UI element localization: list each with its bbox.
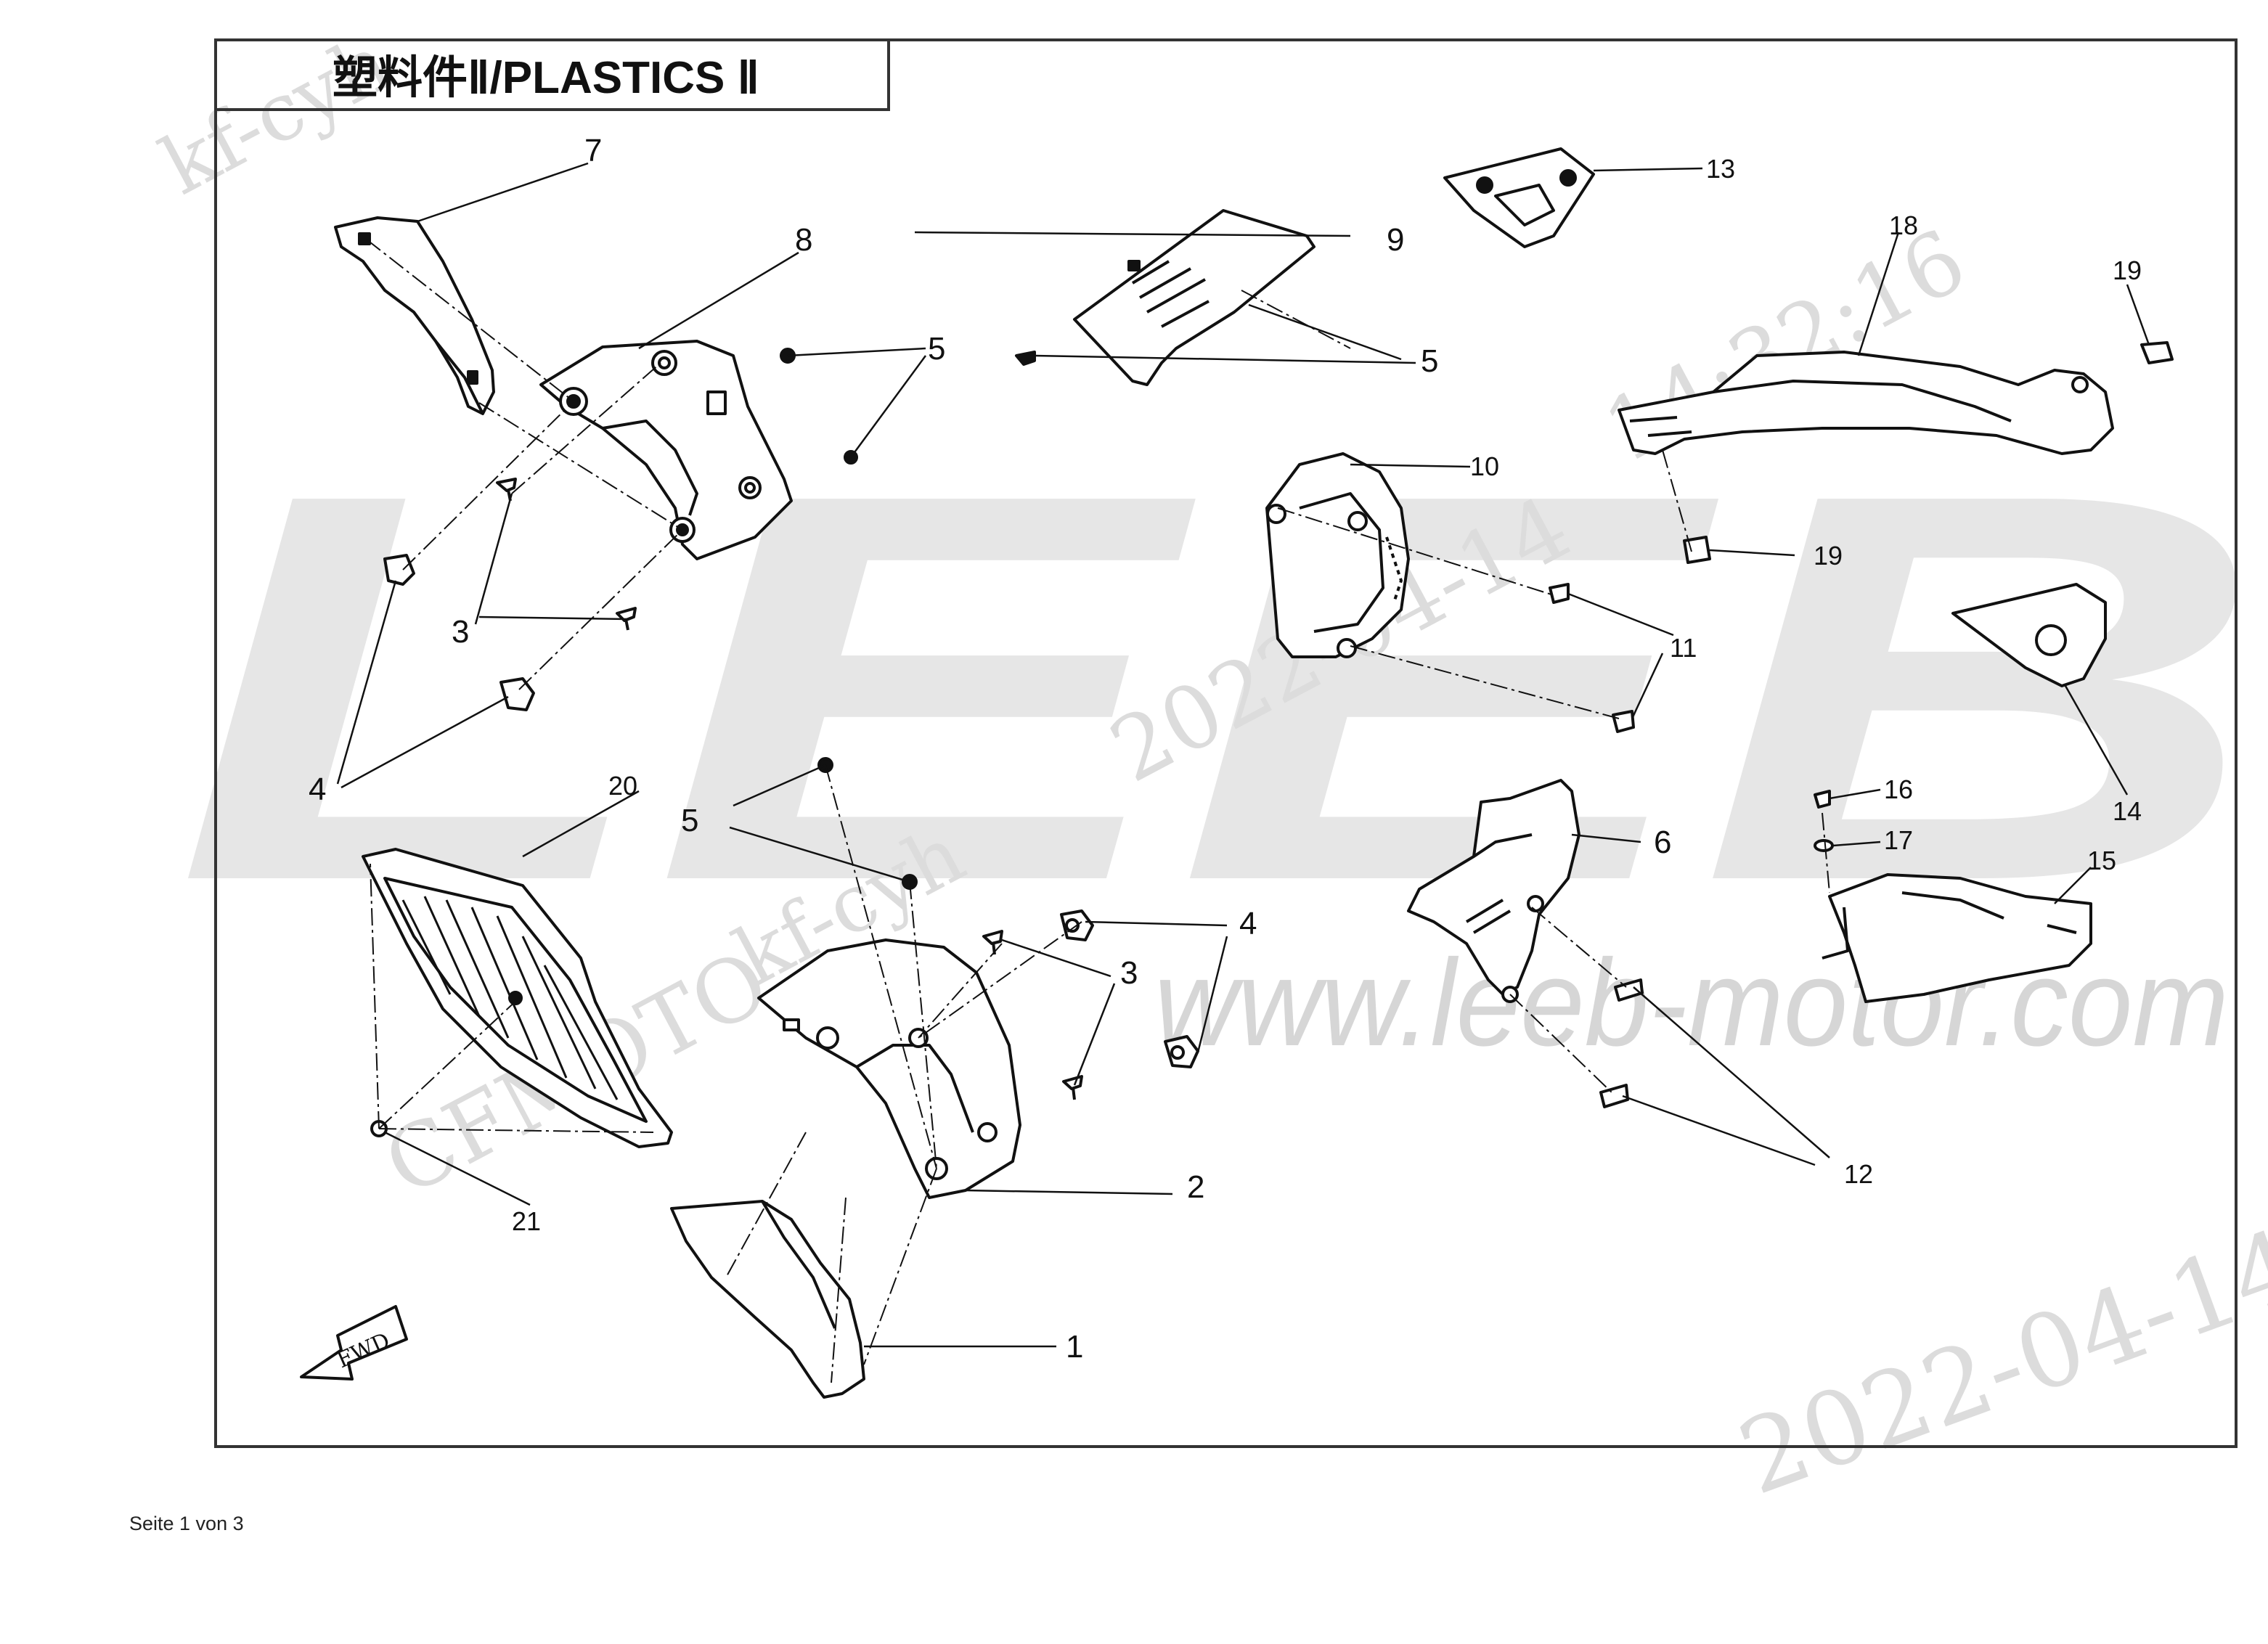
callout-21: 21: [512, 1206, 541, 1236]
part-12-rivets: [1599, 978, 1644, 1108]
callout-labels-small: 10 11 12 13 14 15 16 17 18 19 19 20 21: [512, 154, 2142, 1236]
fwd-arrow: FWD: [300, 1305, 408, 1381]
part-17-washer: [1814, 839, 1834, 852]
part-13-corner-cover: [1443, 147, 1595, 248]
callout-16: 16: [1884, 774, 1913, 804]
callout-3b: 3: [1120, 955, 1138, 991]
callout-7: 7: [584, 133, 602, 168]
part-14-side-plate: [1951, 583, 2107, 687]
callout-5c: 5: [681, 803, 698, 838]
callout-17: 17: [1884, 825, 1913, 855]
callout-19b: 19: [1814, 541, 1843, 571]
callout-4b: 4: [1239, 906, 1257, 941]
callout-19a: 19: [2113, 255, 2142, 285]
part-10-sprocket-cover: [1265, 452, 1410, 658]
callout-3a: 3: [452, 614, 469, 650]
callout-5a: 5: [928, 331, 945, 367]
callout-1: 1: [1066, 1329, 1083, 1365]
callout-4a: 4: [309, 772, 326, 807]
assembly-lines: [366, 239, 1830, 1383]
title-box: [214, 38, 890, 111]
date-watermark-2: 2022-04-14: [1725, 1207, 2268, 1518]
part-6-chain-guard: [1407, 779, 1580, 1003]
part-11-bolts: [1549, 583, 1635, 733]
part-7-side-panel: [334, 216, 495, 415]
page-footer: Seite 1 von 3: [129, 1513, 244, 1534]
diagram-title: 塑料件Ⅱ/PLASTICS Ⅱ: [333, 53, 759, 103]
part-20-radiator-grille: [362, 848, 673, 1148]
callout-2: 2: [1187, 1169, 1204, 1205]
callout-8: 8: [795, 222, 812, 258]
part-4-grommets: [383, 554, 1199, 1068]
callout-labels: 1 2 3 3 4 4 5 5 5 6 7 8 9: [309, 133, 1671, 1365]
callout-5b: 5: [1421, 343, 1438, 379]
callout-20: 20: [608, 771, 637, 801]
callout-13: 13: [1706, 154, 1735, 184]
part-15-rear-hugger: [1822, 873, 2092, 1003]
user-watermark-1: kf-cyh: [147, 17, 405, 213]
callout-12: 12: [1844, 1159, 1873, 1189]
part-19-clips: [1683, 341, 2174, 564]
part-3-screws: [496, 478, 1083, 1100]
part-16-pin: [1814, 790, 1831, 809]
callout-10: 10: [1470, 451, 1499, 481]
callout-18: 18: [1889, 210, 1918, 240]
callout-6: 6: [1654, 825, 1671, 860]
leader-lines: [336, 162, 2150, 1348]
part-18-tail-tray: [1618, 351, 2114, 455]
diagram-frame: [214, 38, 2238, 1448]
part-9-heat-shield: [1073, 209, 1315, 386]
part-1-lower-cover: [670, 1200, 865, 1399]
callout-11: 11: [1670, 633, 1697, 663]
callout-14: 14: [2113, 796, 2142, 826]
callout-9: 9: [1387, 222, 1404, 258]
callout-15: 15: [2087, 846, 2116, 875]
